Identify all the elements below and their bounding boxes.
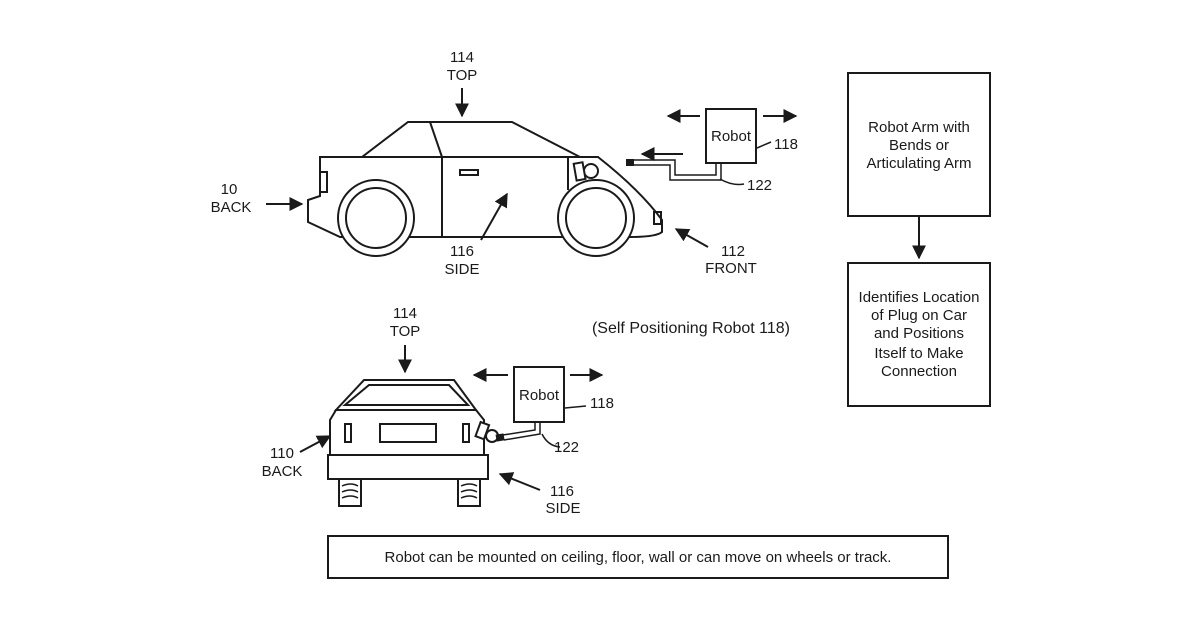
figure-caption: (Self Positioning Robot 118) — [592, 320, 790, 337]
side-top-ref: 114 — [450, 49, 474, 66]
rear-top-word: TOP — [390, 323, 421, 340]
rear-back-word: BACK — [262, 463, 303, 480]
rear-right-tire — [458, 479, 480, 506]
flow-box-plug-line-1: Identifies Location — [859, 289, 980, 306]
rear-robot-ref: 118 — [590, 395, 614, 412]
rear-arm-ref: 122 — [554, 439, 579, 456]
side-side-word: SIDE — [444, 261, 479, 278]
flow-box-arm-line-2: Bends or — [889, 137, 949, 154]
side-front-callout: 112 FRONT — [676, 229, 757, 277]
side-robot-ref: 118 — [774, 136, 798, 153]
front-wheel — [558, 180, 634, 256]
flow-box-plug-line-3: and Positions — [874, 325, 964, 342]
side-back-ref: 10 — [221, 181, 238, 198]
flow-box-arm-line-1: Robot Arm with — [868, 119, 970, 136]
rear-back-callout: 110 BACK — [262, 436, 330, 480]
rear-charge-port — [476, 422, 498, 442]
charge-port — [574, 162, 598, 180]
rear-robot-label: Robot — [519, 387, 560, 404]
flow-box-plug-line-4: Itself to Make — [874, 345, 963, 362]
side-view-car — [308, 122, 662, 256]
side-robot-label: Robot — [711, 128, 752, 145]
flow-chart: Robot Arm with Bends or Articulating Arm… — [848, 73, 990, 406]
rear-top-callout: 114 TOP — [390, 305, 421, 372]
side-side-ref: 116 — [450, 243, 474, 260]
side-top-callout: 114 TOP — [447, 49, 478, 116]
rear-side-callout: 116 SIDE — [500, 474, 581, 517]
rear-back-ref: 110 — [270, 445, 294, 462]
side-front-ref: 112 — [721, 243, 745, 260]
flow-box-plug-line-5: Connection — [881, 363, 957, 380]
flow-box-arm-line-3: Articulating Arm — [866, 155, 971, 172]
side-robot: Robot 118 122 — [626, 109, 798, 194]
rear-side-ref: 116 — [550, 483, 574, 500]
side-back-callout: 10 BACK — [211, 181, 302, 216]
footer-note-text: Robot can be mounted on ceiling, floor, … — [385, 549, 892, 566]
rear-robot: Robot 118 122 — [474, 367, 614, 456]
side-back-word: BACK — [211, 199, 252, 216]
side-plug — [626, 159, 634, 166]
side-top-word: TOP — [447, 67, 478, 84]
rear-top-ref: 114 — [393, 305, 417, 322]
footer-note: Robot can be mounted on ceiling, floor, … — [328, 536, 948, 578]
rear-view-car — [328, 380, 498, 506]
rear-side-word: SIDE — [545, 500, 580, 517]
rear-plug — [496, 433, 505, 441]
rear-left-tire — [339, 479, 361, 506]
side-front-word: FRONT — [705, 260, 757, 277]
rear-wheel — [338, 180, 414, 256]
side-arm-ref: 122 — [747, 177, 772, 194]
flow-box-plug-line-2: of Plug on Car — [871, 307, 967, 324]
